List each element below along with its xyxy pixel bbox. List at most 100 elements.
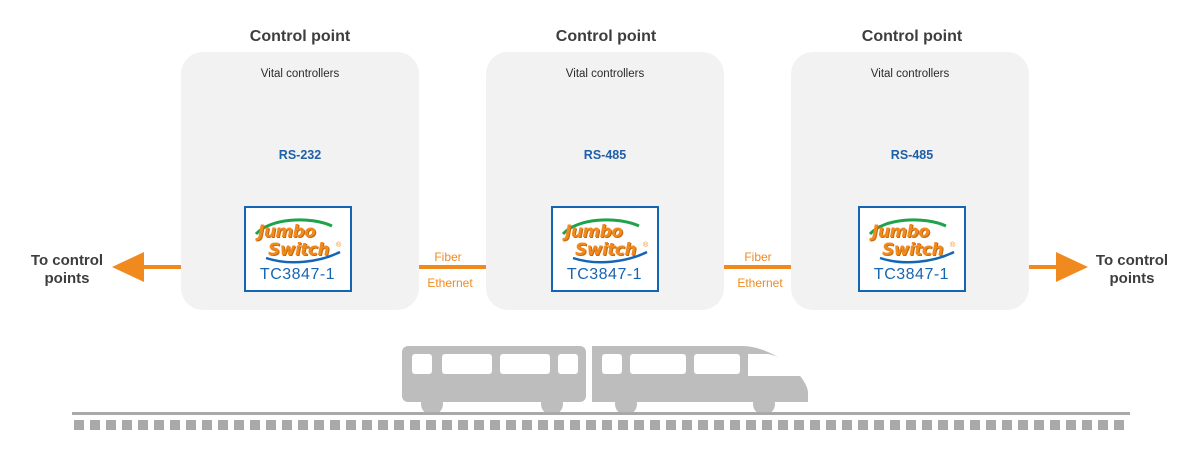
logo-word-switch: Switch [882, 240, 944, 260]
train-icon [402, 346, 808, 415]
track-sleeper [906, 420, 916, 430]
track-sleeper [458, 420, 468, 430]
track-sleeper [218, 420, 228, 430]
track-sleeper [778, 420, 788, 430]
track-sleeper [1050, 420, 1060, 430]
track-sleeper [842, 420, 852, 430]
registered-mark: ® [643, 242, 649, 249]
track-sleeper [874, 420, 884, 430]
jumbo-switch-device: Jumbo Switch ® TC3847-1 [858, 206, 966, 292]
track-sleeper [394, 420, 404, 430]
protocol-label: RS-485 [583, 148, 627, 162]
track-sleeper [426, 420, 436, 430]
track-sleeper [762, 420, 772, 430]
control-point-title: Control point [861, 28, 963, 45]
model-number: TC3847-1 [259, 266, 336, 283]
track-sleeper [138, 420, 148, 430]
track-sleeper [474, 420, 484, 430]
link-label-fiber: Fiber [434, 250, 462, 264]
track-sleeper [378, 420, 388, 430]
jumbo-switch-device: Jumbo Switch ® TC3847-1 [244, 206, 352, 292]
track-sleeper [186, 420, 196, 430]
left-arrow-head-icon [112, 252, 144, 282]
track-sleeper [250, 420, 260, 430]
track-sleeper [714, 420, 724, 430]
track-sleeper [858, 420, 868, 430]
link-label-ethernet: Ethernet [737, 276, 783, 290]
track-sleeper [986, 420, 996, 430]
track-sleeper [730, 420, 740, 430]
track-sleeper [74, 420, 84, 430]
track-sleeper [1002, 420, 1012, 430]
track-sleeper [922, 420, 932, 430]
track-sleeper [522, 420, 532, 430]
track-sleeper [154, 420, 164, 430]
track-sleeper [970, 420, 980, 430]
track-sleeper [442, 420, 452, 430]
track-sleeper [346, 420, 356, 430]
track-sleeper [570, 420, 580, 430]
right-arrow-head-icon [1056, 252, 1088, 282]
track-sleeper [490, 420, 500, 430]
track-sleeper [682, 420, 692, 430]
track-sleeper [234, 420, 244, 430]
control-point-title: Control point [249, 28, 351, 45]
track-sleeper [554, 420, 564, 430]
protocol-label: RS-485 [890, 148, 934, 162]
track-sleeper [794, 420, 804, 430]
track-sleeper [202, 420, 212, 430]
track-sleeper [170, 420, 180, 430]
track-sleeper [330, 420, 340, 430]
track-sleeper [362, 420, 372, 430]
protocol-label: RS-232 [278, 148, 322, 162]
right-end-line1: To control [1095, 252, 1169, 269]
track-sleeper [298, 420, 308, 430]
jumbo-switch-logo: Jumbo Switch ® [557, 216, 655, 266]
track-sleeper [698, 420, 708, 430]
track-sleeper [890, 420, 900, 430]
link-label-fiber: Fiber [744, 250, 772, 264]
track-sleeper [266, 420, 276, 430]
track-sleeper [810, 420, 820, 430]
logo-word-switch: Switch [268, 240, 330, 260]
left-end-line1: To control [30, 252, 104, 269]
track-sleeper [410, 420, 420, 430]
track-sleeper [1082, 420, 1092, 430]
track-sleeper [1034, 420, 1044, 430]
track-sleeper [634, 420, 644, 430]
vital-controllers-label: Vital controllers [260, 68, 340, 80]
registered-mark: ® [950, 242, 956, 249]
track-sleeper [1114, 420, 1124, 430]
track-sleeper [314, 420, 324, 430]
vital-controllers-label: Vital controllers [565, 68, 645, 80]
track-sleeper [90, 420, 100, 430]
logo-word-switch: Switch [575, 240, 637, 260]
jumbo-switch-logo: Jumbo Switch ® [250, 216, 348, 266]
track-sleeper [506, 420, 516, 430]
logo-word-jumbo: Jumbo [872, 222, 930, 242]
track-sleeper [282, 420, 292, 430]
track-sleeper [746, 420, 756, 430]
track-sleeper [666, 420, 676, 430]
jumbo-switch-device: Jumbo Switch ® TC3847-1 [551, 206, 659, 292]
track-sleeper [1018, 420, 1028, 430]
logo-word-jumbo: Jumbo [258, 222, 316, 242]
track-sleeper [826, 420, 836, 430]
track-sleeper [954, 420, 964, 430]
track-sleeper [618, 420, 628, 430]
registered-mark: ® [336, 242, 342, 249]
right-end-line2: points [1109, 270, 1155, 287]
railway-track-icon [72, 412, 1130, 430]
right-end-label: To control points [1086, 252, 1178, 288]
left-end-label: To control points [22, 252, 112, 288]
track-sleeper [122, 420, 132, 430]
left-end-line2: points [44, 270, 90, 287]
track-sleeper [1098, 420, 1108, 430]
track-sleeper [586, 420, 596, 430]
track-sleeper [1066, 420, 1076, 430]
vital-controllers-label: Vital controllers [870, 68, 950, 80]
model-number: TC3847-1 [566, 266, 643, 283]
control-point-title: Control point [555, 28, 657, 45]
jumbo-switch-logo: Jumbo Switch ® [864, 216, 962, 266]
